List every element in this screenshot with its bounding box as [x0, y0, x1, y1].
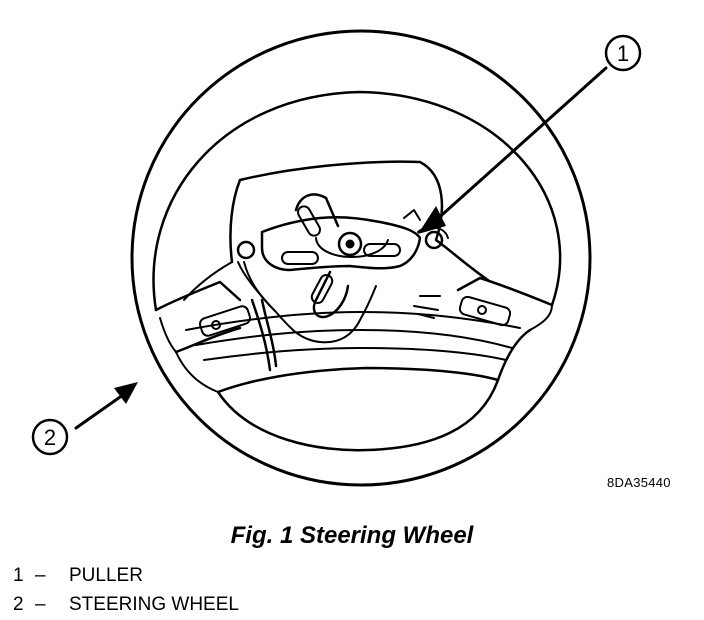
right-spoke	[456, 276, 554, 382]
puller-body	[260, 215, 422, 272]
wheel-rim-inner-upper	[152, 90, 562, 312]
right-spoke-lower	[529, 304, 553, 331]
center-hub-ring	[315, 237, 389, 258]
right-switch-button	[477, 305, 487, 315]
center-screw	[337, 231, 363, 257]
wire-connector	[250, 298, 278, 372]
legend-item-label: PULLER	[69, 565, 143, 586]
legend-item-separator: –	[35, 565, 46, 586]
callout-2-arrowhead	[114, 382, 138, 404]
right-switch	[458, 295, 512, 327]
legend: 1– PULLER 2– STEERING WHEEL	[13, 561, 239, 619]
callout-2-circle	[31, 418, 69, 456]
legend-item-separator: –	[35, 594, 46, 615]
legend-item: 2– STEERING WHEEL	[13, 590, 239, 619]
legend-item-number: 2	[13, 594, 24, 615]
right-bolt	[424, 230, 444, 250]
right-switch-small	[413, 295, 441, 319]
hub-lower-band	[185, 311, 521, 361]
callout-2-number: 2	[44, 425, 56, 450]
center-screw-inner	[345, 239, 355, 249]
hub-housing-left	[183, 261, 233, 301]
wheel-rim-inner-lower	[216, 366, 500, 452]
puller-slot-lower	[310, 274, 334, 304]
callout-1-number: 1	[617, 41, 629, 66]
legend-item: 1– PULLER	[13, 561, 239, 590]
puller-arm-lower	[312, 270, 350, 319]
legend-item-number: 1	[13, 565, 24, 586]
callout-1-arrowhead	[418, 206, 446, 234]
wire-lead	[237, 261, 271, 307]
image-code: 8DA35440	[607, 475, 671, 490]
puller-slot-upper	[297, 205, 321, 237]
left-switch	[199, 305, 251, 337]
callout-1-circle	[604, 34, 642, 72]
hub-housing	[229, 160, 490, 282]
left-switch-button	[211, 320, 221, 330]
callout-1-leader	[432, 66, 608, 224]
puller-slot-left	[281, 251, 319, 265]
figure-caption: Fig. 1 Steering Wheel	[230, 522, 474, 549]
left-spoke-lower	[159, 317, 219, 393]
legend-item-label: STEERING WHEEL	[69, 594, 239, 615]
wheel-rim-outer	[130, 29, 592, 487]
puller-slot-right	[363, 243, 401, 257]
left-bolt	[236, 240, 256, 260]
steering-wheel-diagram: 1 2	[31, 29, 642, 487]
puller-arm-upper	[294, 193, 340, 228]
